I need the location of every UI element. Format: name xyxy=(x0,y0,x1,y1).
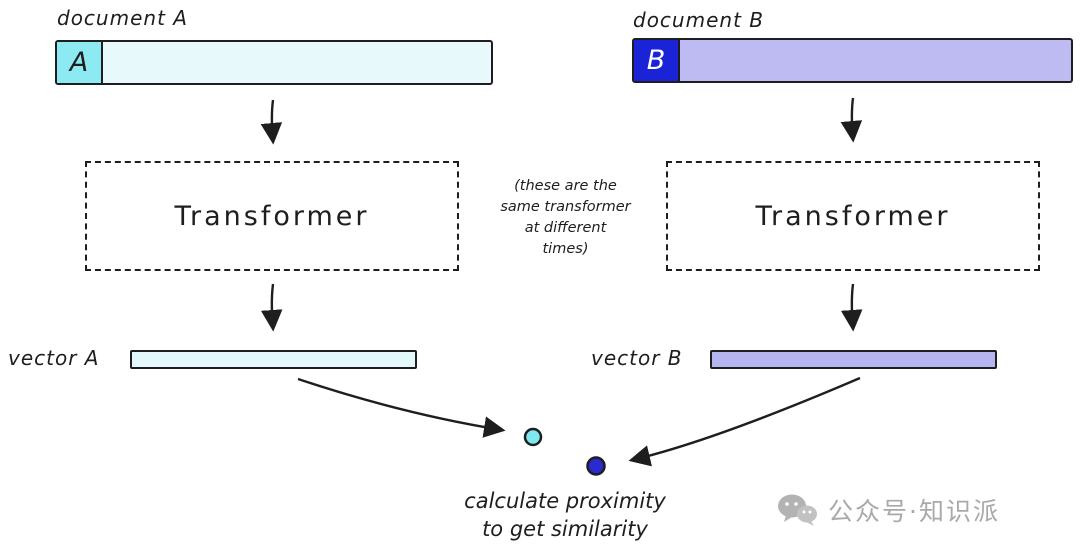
arrow-vector-b-to-point xyxy=(628,376,861,467)
point-a-dot xyxy=(523,427,543,447)
transformer-box-left: Transformer xyxy=(85,161,459,271)
document-b-label: document B xyxy=(633,8,764,32)
arrow-vector-a-to-point xyxy=(297,377,506,438)
point-b-dot xyxy=(586,456,606,476)
vector-a-bar xyxy=(130,350,417,369)
same-transformer-note: (these are the same transformer at diffe… xyxy=(500,178,631,258)
watermark-text: 公众号·知识派 xyxy=(828,497,1000,526)
vector-a-label: vector A xyxy=(8,346,100,370)
vector-b-label: vector B xyxy=(591,346,683,370)
document-a-bar: A xyxy=(55,40,493,85)
transformer-box-right: Transformer xyxy=(666,161,1040,271)
document-b-tag: B xyxy=(634,40,680,81)
arrow-doc-b-to-transformer xyxy=(840,97,863,143)
document-b-bar: B xyxy=(632,38,1073,83)
watermark: 公众号·知识派 xyxy=(776,492,1000,528)
similarity-caption: calculate proximity to get similarity xyxy=(464,489,666,542)
arrow-doc-a-to-transformer xyxy=(260,99,283,145)
document-a-tag: A xyxy=(57,42,103,83)
vector-b-bar xyxy=(710,350,997,369)
arrow-transformer-to-vector-a xyxy=(260,283,283,332)
document-a-label: document A xyxy=(57,6,188,30)
wechat-icon xyxy=(778,494,817,526)
arrow-transformer-to-vector-b xyxy=(840,283,863,332)
